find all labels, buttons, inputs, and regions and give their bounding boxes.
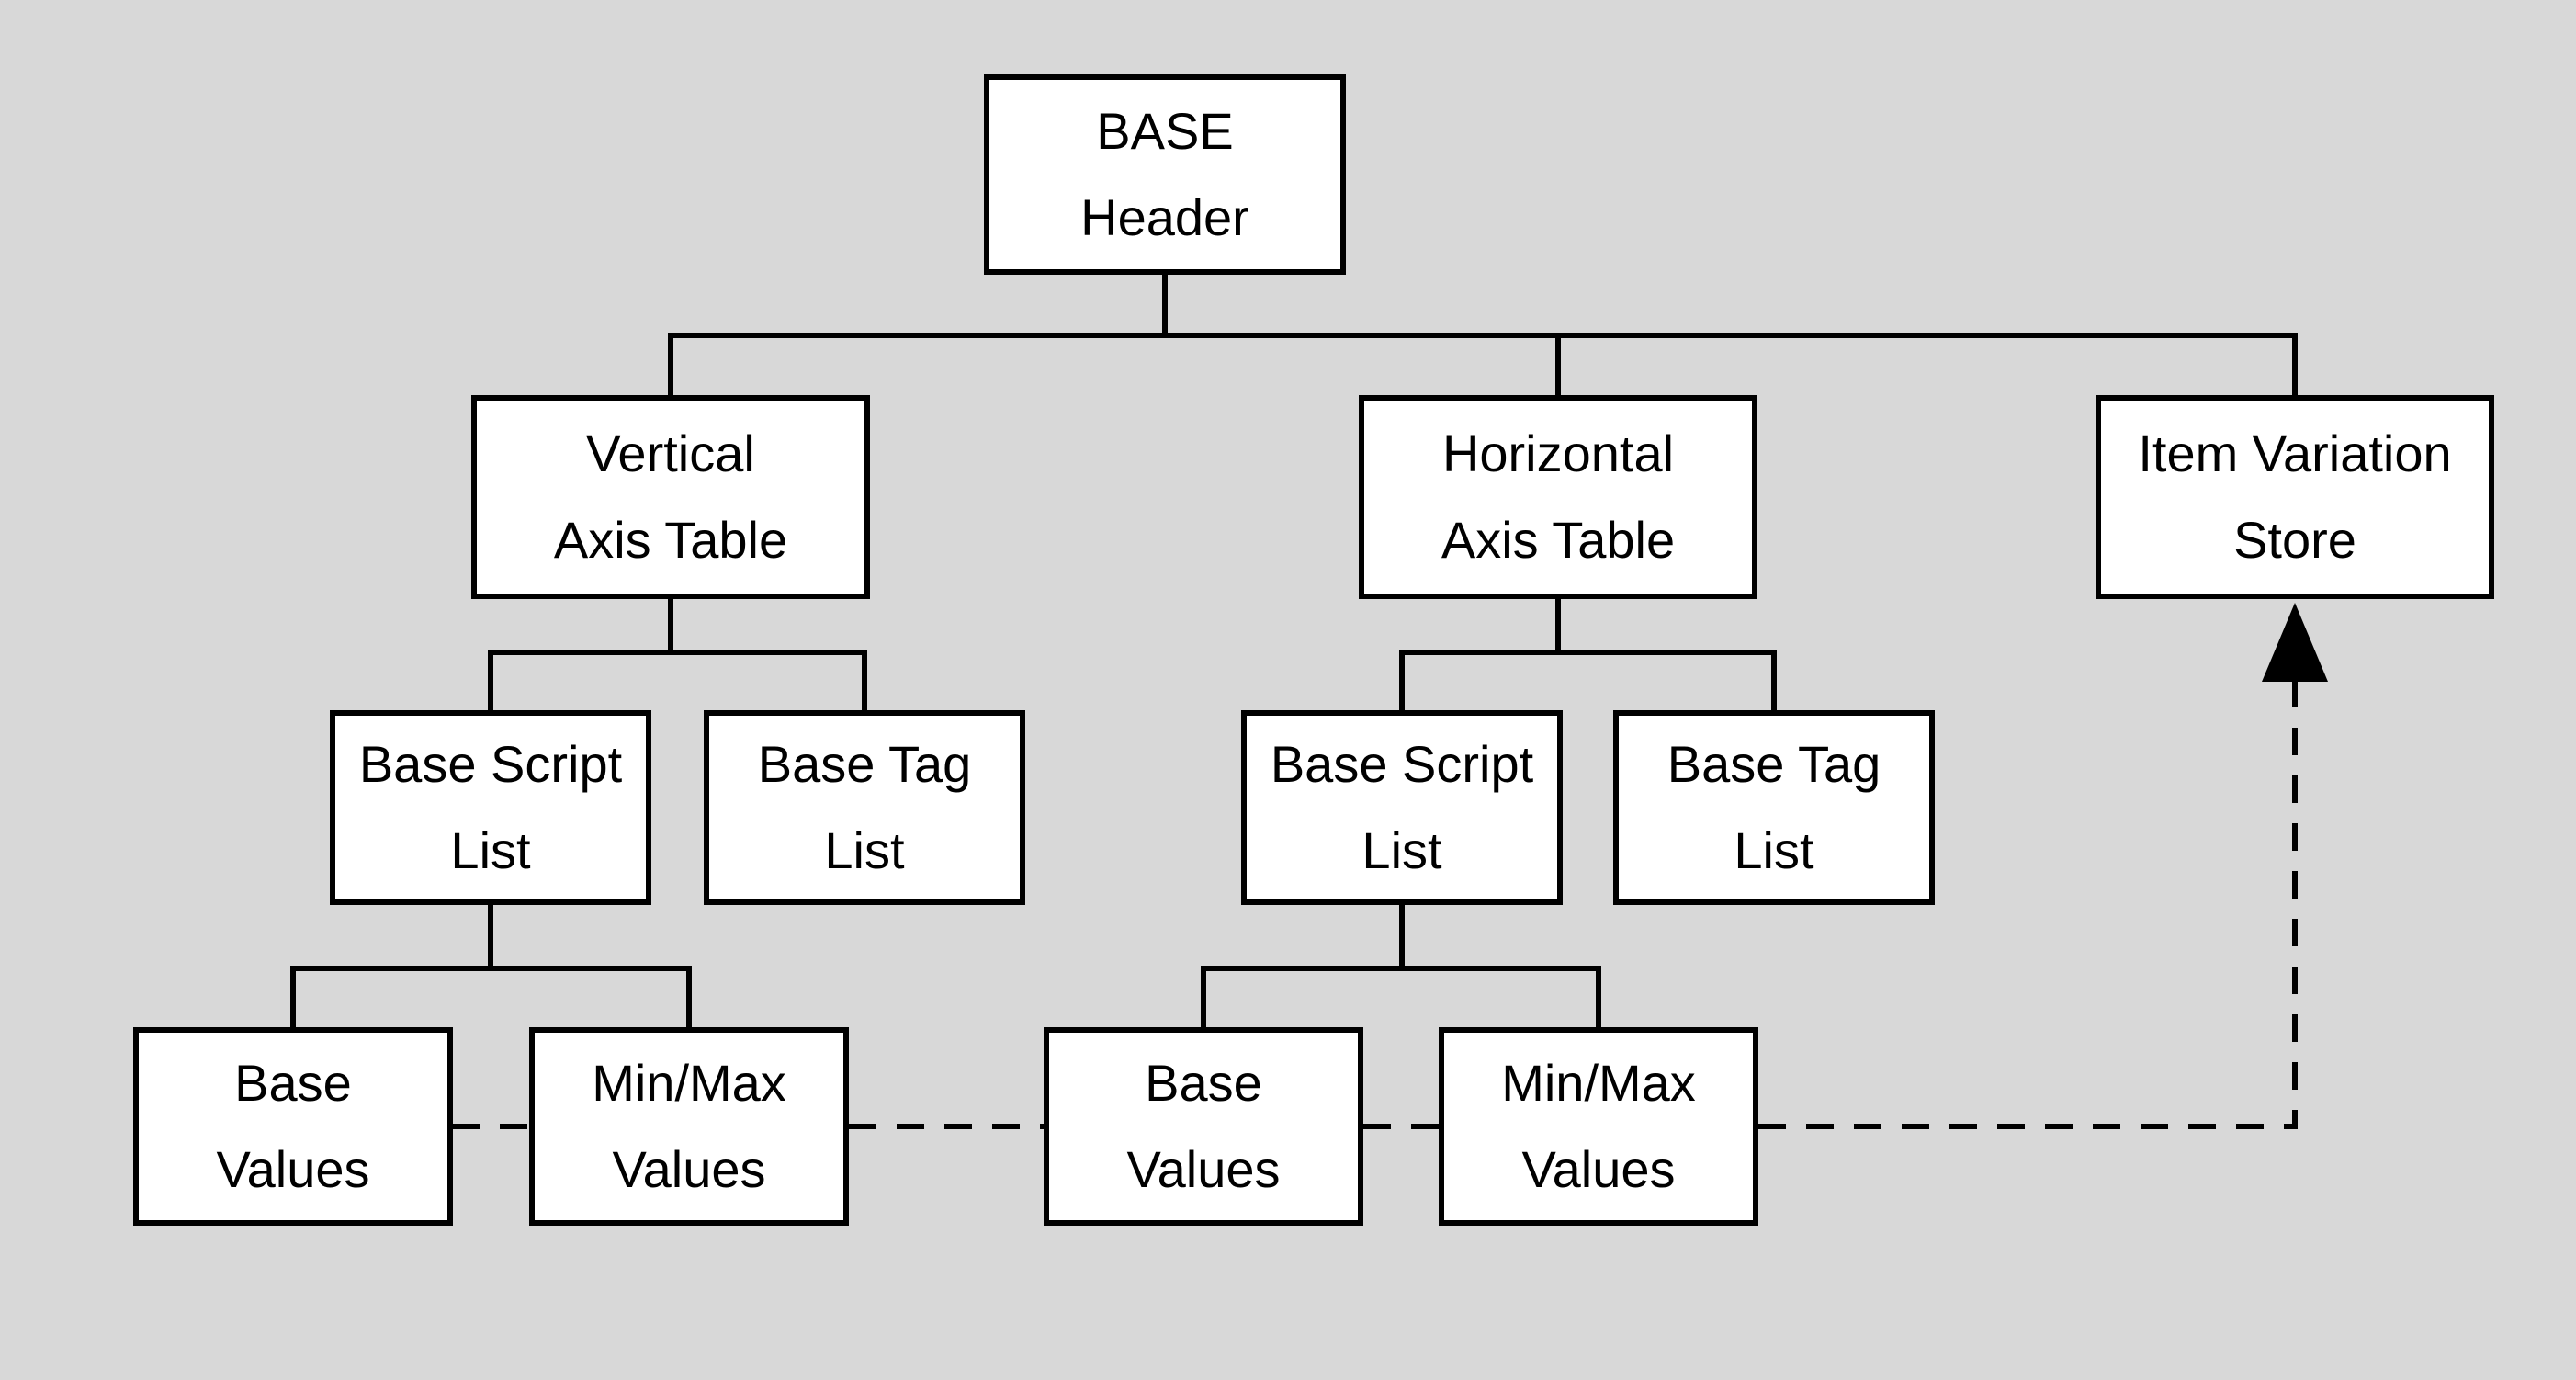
node-minmax-values-horizontal: Min/Max Values	[1439, 1027, 1758, 1226]
node-base-header: BASE Header	[984, 74, 1346, 275]
connector-horizontal-axis-rail	[1399, 599, 1777, 710]
node-base-tag-list-horizontal: Base Tag List	[1613, 710, 1935, 905]
node-base-script-list-horizontal: Base Script List	[1241, 710, 1563, 905]
dashed-connector-minmax-to-item-variation-store	[1758, 682, 2298, 1129]
node-base-script-list-vertical: Base Script List	[330, 710, 651, 905]
node-vertical-axis-table: Vertical Axis Table	[471, 395, 870, 599]
connector-header-rail	[668, 275, 2298, 395]
node-base-tag-list-vertical: Base Tag List	[704, 710, 1025, 905]
connector-base-script-horizontal-rail	[1201, 905, 1601, 1027]
connector-base-script-vertical-rail	[290, 905, 692, 1027]
connector-vertical-axis-rail	[488, 599, 867, 710]
node-minmax-values-vertical: Min/Max Values	[529, 1027, 849, 1226]
node-horizontal-axis-table: Horizontal Axis Table	[1359, 395, 1757, 599]
up-arrowhead-icon	[2262, 603, 2328, 682]
node-base-values-horizontal: Base Values	[1044, 1027, 1363, 1226]
node-item-variation-store: Item Variation Store	[2096, 395, 2494, 599]
node-base-values-vertical: Base Values	[133, 1027, 453, 1226]
